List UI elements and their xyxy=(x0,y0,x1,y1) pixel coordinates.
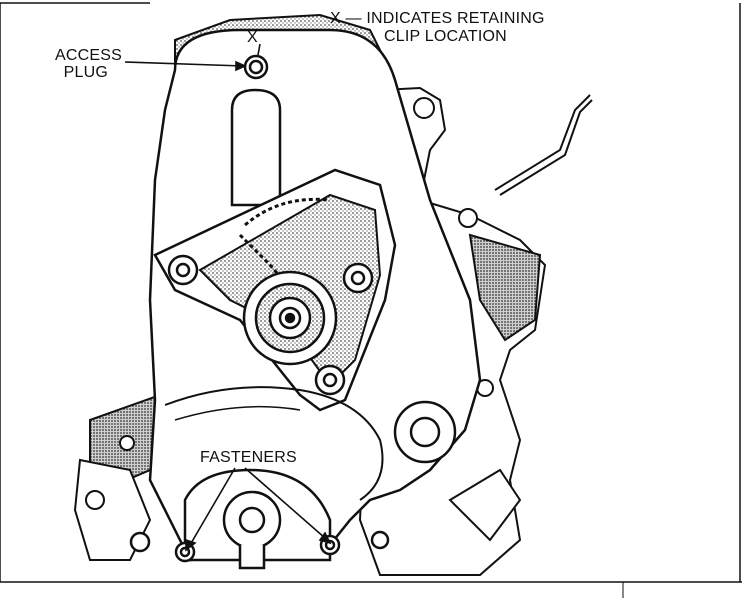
retaining-clip-label-line2: CLIP LOCATION xyxy=(384,28,507,45)
access-plug-label-line2: PLUG xyxy=(63,64,108,81)
retaining-clip-x-marker: X xyxy=(247,29,258,46)
access-plug-label-line1: ACCESS xyxy=(55,47,122,64)
timing-belt-cover xyxy=(148,28,482,562)
fasteners-label: FASTENERS xyxy=(200,449,297,466)
retaining-clip-label-line1: X — INDICATES RETAINING xyxy=(330,10,545,27)
frame-lines xyxy=(0,2,742,583)
leader-lines xyxy=(124,43,332,552)
